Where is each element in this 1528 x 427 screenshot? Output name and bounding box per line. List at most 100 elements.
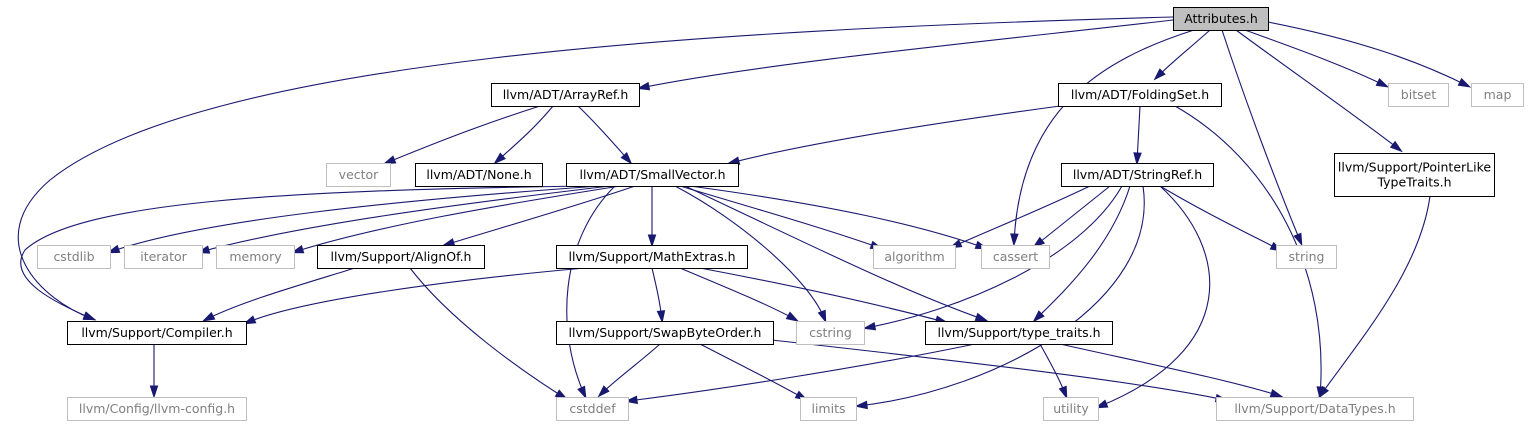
node-foldingset[interactable]: llvm/ADT/FoldingSet.h (1058, 83, 1222, 107)
edge-line (689, 185, 986, 249)
arrowhead-icon (1457, 77, 1472, 88)
arrowhead-icon (441, 238, 456, 247)
node-typetraits[interactable]: llvm/Support/type_traits.h (925, 321, 1113, 345)
edge-smallvector-to-mathextras (647, 186, 657, 248)
node-box (1334, 153, 1495, 197)
edge-smallvector-to-cstdlib (106, 185, 601, 254)
node-swapbyteorder[interactable]: llvm/Support/SwapByteOrder.h (556, 321, 774, 345)
arrowhead-icon (106, 244, 121, 254)
edge-smallvector-to-compiler (20, 185, 591, 321)
edge-mathextras-to-swapbyteorder (651, 267, 666, 324)
edge-arrayref-to-smallvector (577, 105, 633, 165)
edge-line (684, 185, 986, 321)
edge-line (20, 185, 591, 320)
arrowhead-icon (636, 81, 651, 91)
edge-line (199, 185, 611, 253)
edge-stringref-to-string (1159, 185, 1284, 252)
arrowhead-icon (1317, 385, 1330, 399)
node-box (124, 245, 203, 269)
arrowhead-icon (1133, 152, 1142, 166)
edge-arrayref-to-none (493, 105, 554, 165)
arrowhead-icon (1153, 68, 1166, 81)
node-box (1058, 83, 1222, 107)
edge-line (679, 185, 881, 249)
edge-foldingset-to-smallvector (726, 105, 1061, 165)
edge-line (1159, 185, 1281, 251)
edge-line (679, 267, 797, 321)
node-smallvector[interactable]: llvm/ADT/SmallVector.h (566, 163, 739, 187)
node-label: map (1484, 87, 1512, 102)
node-mathextras[interactable]: llvm/Support/MathExtras.h (556, 245, 748, 269)
node-utility: utility (1043, 397, 1099, 421)
node-label: iterator (140, 249, 187, 264)
node-label: llvm/Support/AlignOf.h (331, 249, 472, 264)
node-alignof[interactable]: llvm/Support/AlignOf.h (317, 245, 485, 269)
node-memory: memory (216, 245, 295, 269)
node-box (981, 245, 1050, 269)
edge-line (699, 343, 806, 400)
edge-alignof-to-cstddef (409, 267, 569, 400)
arrowhead-icon (785, 311, 800, 322)
edge-stringref-to-cstring (862, 185, 1123, 331)
edge-swapbyteorder-to-cstddef (597, 343, 661, 398)
node-cstring: cstring (796, 321, 865, 345)
edge-line (1034, 185, 1131, 321)
node-datatypes: llvm/Support/DataTypes.h (1216, 397, 1414, 421)
node-cstdlib: cstdlib (37, 245, 111, 269)
node-box (1388, 83, 1449, 107)
edge-attributes-to-map (1267, 21, 1472, 88)
edge-stringref-to-limits (854, 185, 1145, 410)
node-box (796, 321, 865, 345)
node-algorithm: algorithm (873, 245, 956, 269)
node-box (326, 163, 391, 187)
edge-attributes-to-string (1221, 29, 1303, 247)
arrowhead-icon (597, 385, 610, 398)
edge-alignof-to-compiler (201, 267, 356, 322)
node-none[interactable]: llvm/ADT/None.h (415, 163, 543, 187)
arrowhead-icon (242, 315, 257, 325)
edge-mathextras-to-cstring (679, 267, 800, 322)
node-arrayref[interactable]: llvm/ADT/ArrayRef.h (491, 83, 640, 107)
arrowhead-icon (493, 152, 506, 165)
edge-attributes-to-bitset (1244, 29, 1390, 88)
edge-line (204, 267, 356, 321)
node-label: llvm/ADT/StringRef.h (1073, 167, 1202, 182)
arrowhead-icon (974, 312, 989, 322)
edge-line (1174, 105, 1322, 397)
edge-line (409, 267, 566, 399)
node-box (491, 83, 640, 107)
node-label: string (1289, 249, 1325, 264)
node-label: llvm/Support/type_traits.h (937, 325, 1100, 340)
edge-line (17, 16, 1174, 320)
edge-stringref-to-cassert (1032, 185, 1111, 249)
node-label: cstddef (569, 401, 616, 416)
edge-line (699, 267, 946, 323)
node-box (556, 397, 629, 421)
node-label: limits (811, 401, 845, 416)
edge-line (385, 105, 541, 164)
edge-attributes-to-arrayref (636, 19, 1174, 91)
arrowhead-icon (620, 152, 633, 165)
node-compiler[interactable]: llvm/Support/Compiler.h (67, 321, 247, 345)
edge-line (1059, 343, 1281, 397)
node-stringref[interactable]: llvm/ADT/StringRef.h (1061, 163, 1214, 187)
arrowhead-icon (82, 311, 97, 321)
edge-smallvector-to-cassert (689, 185, 989, 250)
edge-line (577, 105, 631, 163)
arrowhead-icon (1389, 140, 1403, 153)
node-label: cstdlib (53, 249, 94, 264)
edge-line (674, 185, 826, 321)
node-label: vector (339, 167, 380, 182)
node-label: llvm/ADT/ArrayRef.h (503, 87, 629, 102)
node-label: algorithm (884, 249, 944, 264)
node-box (1043, 397, 1099, 421)
node-box (556, 245, 748, 269)
node-iterator: iterator (124, 245, 203, 269)
edge-line (1319, 195, 1431, 397)
edge-smallvector-to-algorithm (679, 185, 884, 250)
node-box (67, 321, 247, 345)
node-attributes[interactable]: Attributes.h (1173, 7, 1269, 31)
node-box (415, 163, 543, 187)
node-box (800, 397, 857, 421)
